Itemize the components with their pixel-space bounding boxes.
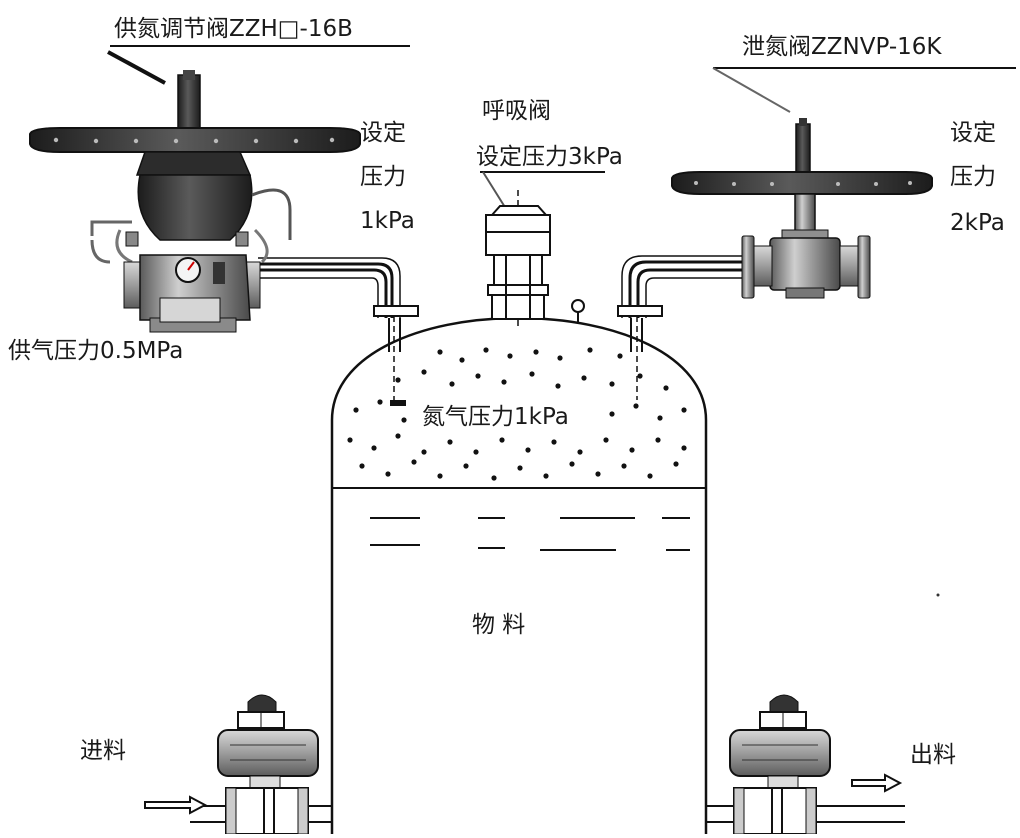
gas-particle (377, 399, 383, 405)
gas-particle (501, 379, 507, 385)
liquid-level-marks (370, 517, 690, 551)
gas-particle (681, 445, 687, 451)
nitrogen-relief-valve (671, 118, 933, 299)
gas-particle (411, 459, 417, 465)
relief-set-pressure-line2: 压力 (950, 164, 996, 190)
gas-particle (603, 437, 609, 443)
gas-particle (475, 373, 481, 379)
gas-particle (507, 353, 513, 359)
gas-particle (633, 403, 639, 409)
gas-particle (533, 349, 539, 355)
supply-valve-label: 供氮调节阀ZZH□-16B (114, 16, 353, 42)
inlet-arrow (144, 795, 208, 815)
supply-set-pressure-line2: 压力 (360, 164, 406, 190)
gas-particle (595, 471, 601, 477)
nitrogen-pressure-label: 氮气压力1kPa (422, 404, 569, 430)
gas-particle (543, 473, 549, 479)
inlet-valve (190, 694, 332, 835)
gas-particle (483, 347, 489, 353)
nitrogen-gas-dots (347, 347, 687, 481)
gas-particle (449, 381, 455, 387)
gas-particle (673, 461, 679, 467)
gas-particle (647, 473, 653, 479)
callout-lines (107, 45, 1016, 213)
gas-particle (551, 439, 557, 445)
gas-particle (499, 437, 505, 443)
supply-set-pressure-line1: 设定 (360, 120, 406, 146)
gas-particle (617, 353, 623, 359)
supply-nozzle-pipe (258, 257, 419, 400)
tank-shell (330, 316, 708, 834)
gas-particle (473, 449, 479, 455)
gas-particle (421, 449, 427, 455)
relief-set-pressure-line3: 2kPa (950, 210, 1005, 236)
storage-tank (330, 316, 708, 834)
breather-valve-label: 呼吸阀 (482, 98, 551, 124)
gas-particle (463, 463, 469, 469)
gas-particle (577, 449, 583, 455)
gas-particle (347, 437, 353, 443)
stray-mark (936, 593, 940, 597)
gas-particle (529, 371, 535, 377)
gas-particle (437, 473, 443, 479)
relief-nozzle-pipe (617, 255, 748, 400)
gas-particle (609, 381, 615, 387)
breather-valve (485, 190, 551, 330)
gas-particle (353, 407, 359, 413)
gas-particle (525, 447, 531, 453)
gas-particle (421, 369, 427, 375)
gas-mark (390, 400, 406, 406)
gas-particle (557, 355, 563, 361)
gas-particle (359, 463, 365, 469)
outlet-arrow (851, 773, 903, 793)
relief-valve-label: 泄氮阀ZZNVP-16K (742, 34, 942, 60)
gas-particle (663, 385, 669, 391)
gas-particle (395, 377, 401, 383)
tank-pressure-gauge (571, 299, 585, 324)
supply-set-pressure-line3: 1kPa (360, 208, 415, 234)
gas-particle (555, 383, 561, 389)
gas-particle (655, 437, 661, 443)
gas-particle (385, 471, 391, 477)
gas-particle (581, 375, 587, 381)
gas-particle (657, 415, 663, 421)
outlet-label: 出料 (910, 742, 956, 768)
breather-set-pressure-label: 设定压力3kPa (476, 144, 623, 170)
gas-particle (371, 445, 377, 451)
outlet-valve (706, 694, 905, 835)
gas-particle (437, 349, 443, 355)
supply-gas-pressure-label: 供气压力0.5MPa (8, 338, 184, 364)
gas-particle (637, 373, 643, 379)
gas-particle (681, 407, 687, 413)
relief-valve-leader (712, 67, 791, 113)
gas-particle (491, 475, 497, 481)
gas-particle (401, 417, 407, 423)
gas-particle (609, 411, 615, 417)
gas-particle (621, 463, 627, 469)
supply-valve-leader (107, 50, 166, 85)
gas-particle (447, 439, 453, 445)
gas-particle (569, 461, 575, 467)
relief-set-pressure-line1: 设定 (950, 120, 996, 146)
inlet-label: 进料 (80, 738, 126, 764)
gas-particle (629, 447, 635, 453)
supply-regulating-valve (29, 70, 361, 333)
gas-particle (587, 347, 593, 353)
gas-particle (459, 357, 465, 363)
gas-particle (395, 433, 401, 439)
material-label: 物 料 (472, 612, 526, 638)
gas-particle (517, 465, 523, 471)
